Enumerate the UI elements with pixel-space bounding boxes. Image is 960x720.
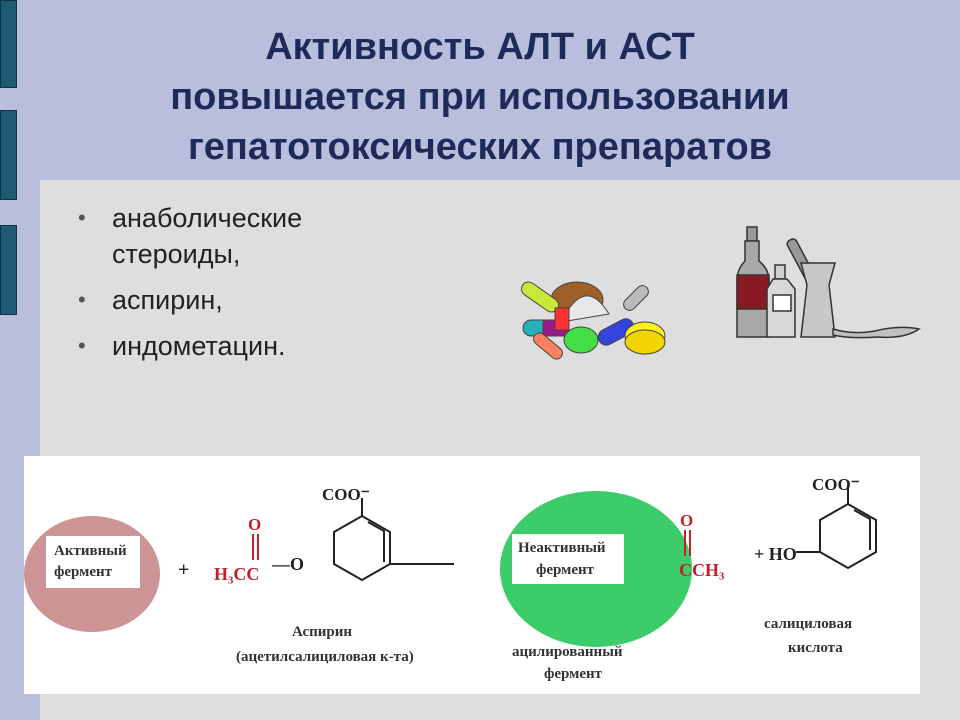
ester-oxygen: —O [271, 554, 304, 574]
inactive-enzyme-label-2: фермент [536, 562, 595, 578]
acylated-label-2: фермент [544, 666, 603, 682]
title-line: Активность АЛТ и АСТ [265, 26, 695, 68]
bullet-list: анаболические стероиды, аспирин, индомет… [78, 200, 408, 374]
acetyl-group: H₃CC [214, 564, 259, 584]
salicylic-carboxylate: COO⁻ [812, 475, 860, 494]
pills-clipart [521, 281, 666, 360]
bullet-item: индометацин. [78, 328, 408, 364]
bullet-item: анаболические стероиды, [78, 200, 408, 272]
plus-sign: + [178, 559, 189, 581]
side-bar-3 [0, 225, 17, 315]
active-enzyme-label-2: фермент [54, 564, 113, 580]
aspirin-label: Аспирин [292, 624, 352, 640]
reaction-diagram: Активный фермент + O H₃CC —O COO⁻ Аспири… [24, 456, 920, 694]
inactive-enzyme-label: Неактивный [518, 540, 606, 556]
title-line: гепатотоксических препаратов [187, 126, 773, 168]
hydroxyl-group: + HO [754, 544, 797, 564]
acetyl-o: O [248, 515, 261, 534]
slide-title: Активность АЛТ и АСТ повышается при испо… [60, 22, 900, 172]
acyl-o: O [680, 511, 693, 530]
title-line: повышается при использовании [170, 76, 790, 118]
active-enzyme-label: Активный [54, 543, 127, 559]
bottles-clipart [736, 226, 921, 339]
salicylic-label: салициловая [764, 616, 852, 632]
side-bar-2 [0, 110, 17, 200]
acylated-label: ацилированный [512, 644, 623, 660]
aspirin-sublabel: (ацетилсалициловая к-та) [236, 649, 414, 665]
acyl-group: CCH₃ [679, 560, 725, 580]
side-bar-1 [0, 0, 17, 88]
bullet-item: аспирин, [78, 282, 408, 318]
aspirin-carboxylate: COO⁻ [322, 485, 370, 504]
salicylic-label-2: кислота [788, 640, 843, 656]
